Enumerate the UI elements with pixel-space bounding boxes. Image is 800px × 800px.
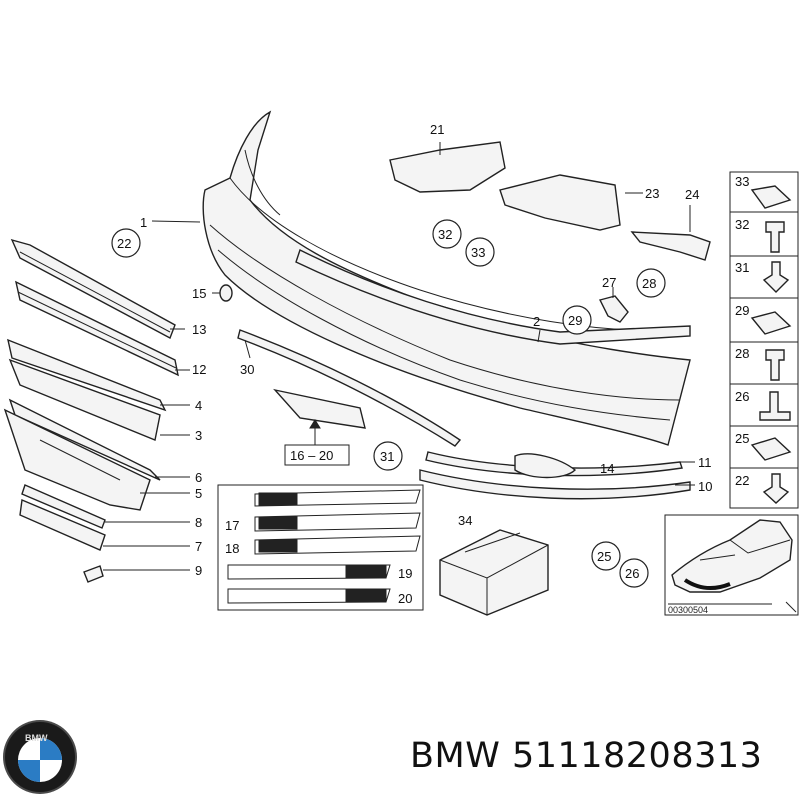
fastener-label-33: 33: [735, 174, 749, 189]
lower-spoiler: [419, 469, 691, 500]
front-bumper: [202, 110, 691, 446]
callout-17: 17: [225, 518, 239, 533]
trim-insert-17: [258, 516, 298, 530]
fastener-label-31: 31: [735, 260, 749, 275]
callout-3: 3: [195, 428, 202, 443]
callout-30: 30: [240, 362, 254, 377]
strip-8: [21, 484, 106, 529]
part-number-caption: BMW 51118208313: [410, 736, 763, 776]
leader-lines: [103, 142, 695, 571]
callout-16-20: 16 – 20: [290, 448, 333, 463]
callout-26: 26: [625, 566, 639, 581]
callout-31: 31: [380, 449, 394, 464]
callout-34: 34: [458, 513, 472, 528]
panel-4: [7, 338, 167, 412]
callout-6: 6: [195, 470, 202, 485]
callout-7: 7: [195, 539, 202, 554]
lower-molding: [425, 451, 683, 477]
logo-text: BMW: [25, 733, 48, 743]
frame-6: [8, 398, 161, 481]
callout-2: 2: [533, 314, 540, 329]
trim-insert-18: [258, 539, 298, 553]
callout-1: 1: [140, 215, 147, 230]
screw-32: [765, 221, 785, 253]
bumper-trim-strip: [295, 249, 691, 345]
car-thumbnail: 00300504: [664, 514, 799, 616]
trim-insert-19: [345, 564, 387, 579]
callout-23: 23: [645, 186, 659, 201]
strip-7: [19, 498, 106, 551]
callout-11: 11: [698, 455, 712, 470]
callout-22: 22: [117, 236, 131, 251]
callout-13: 13: [192, 322, 206, 337]
air-duct-21: [389, 141, 506, 193]
callout-4: 4: [195, 398, 202, 413]
callout-27: 27: [602, 275, 616, 290]
clip-nut-25: [750, 437, 792, 461]
bumper-strip-30: [237, 329, 462, 447]
fastener-label-22: 22: [735, 473, 749, 488]
callout-29: 29: [568, 313, 582, 328]
callout-15: 15: [192, 286, 206, 301]
callout-8: 8: [195, 515, 202, 530]
callout-20: 20: [398, 591, 412, 606]
bracket-24: [630, 231, 711, 261]
group-label-box: [284, 444, 350, 466]
callout-10: 10: [698, 479, 712, 494]
grille-13: [10, 238, 176, 339]
fastener-label-28: 28: [735, 346, 749, 361]
trim-bracket: [273, 388, 366, 429]
screw-28: [765, 349, 785, 381]
callout-12: 12: [192, 362, 206, 377]
frame-5: [3, 408, 151, 511]
callout-5: 5: [195, 486, 202, 501]
rivet-22: [762, 473, 790, 504]
callout-21: 21: [430, 122, 444, 137]
bracket-26: [759, 391, 791, 421]
diagram-code: 00300504: [668, 605, 708, 615]
callout-28: 28: [642, 276, 656, 291]
trim-insert-16: [258, 492, 298, 506]
callout-33: 33: [471, 245, 485, 260]
callout-18: 18: [225, 541, 239, 556]
fastener-label-29: 29: [735, 303, 749, 318]
air-duct-23: [499, 174, 621, 231]
panel-3: [8, 358, 161, 441]
fog-light-cover: [514, 453, 577, 479]
clip-nut-29: [750, 311, 792, 335]
fastener-label-32: 32: [735, 217, 749, 232]
fastener-label-25: 25: [735, 431, 749, 446]
trim-insert-20: [345, 588, 387, 603]
parts-box-34: [439, 529, 549, 616]
fastener-column: [729, 171, 799, 509]
circled-callouts: 22 32 33 28 29 31 25 26: [111, 219, 666, 588]
plug-9: [83, 565, 104, 583]
fastener-label-26: 26: [735, 389, 749, 404]
bmw-roundel-logo: BMW: [3, 720, 77, 794]
callout-14: 14: [600, 461, 614, 476]
rivet-31: [762, 261, 790, 293]
grille-12: [15, 280, 179, 377]
callout-32: 32: [438, 227, 452, 242]
plug-15: [219, 284, 233, 302]
callout-19: 19: [398, 566, 412, 581]
clip-33: [750, 185, 792, 209]
callout-25: 25: [597, 549, 611, 564]
callout-9: 9: [195, 563, 202, 578]
clip-27: [598, 295, 629, 323]
callout-24: 24: [685, 187, 699, 202]
trim-variants: [227, 489, 421, 604]
